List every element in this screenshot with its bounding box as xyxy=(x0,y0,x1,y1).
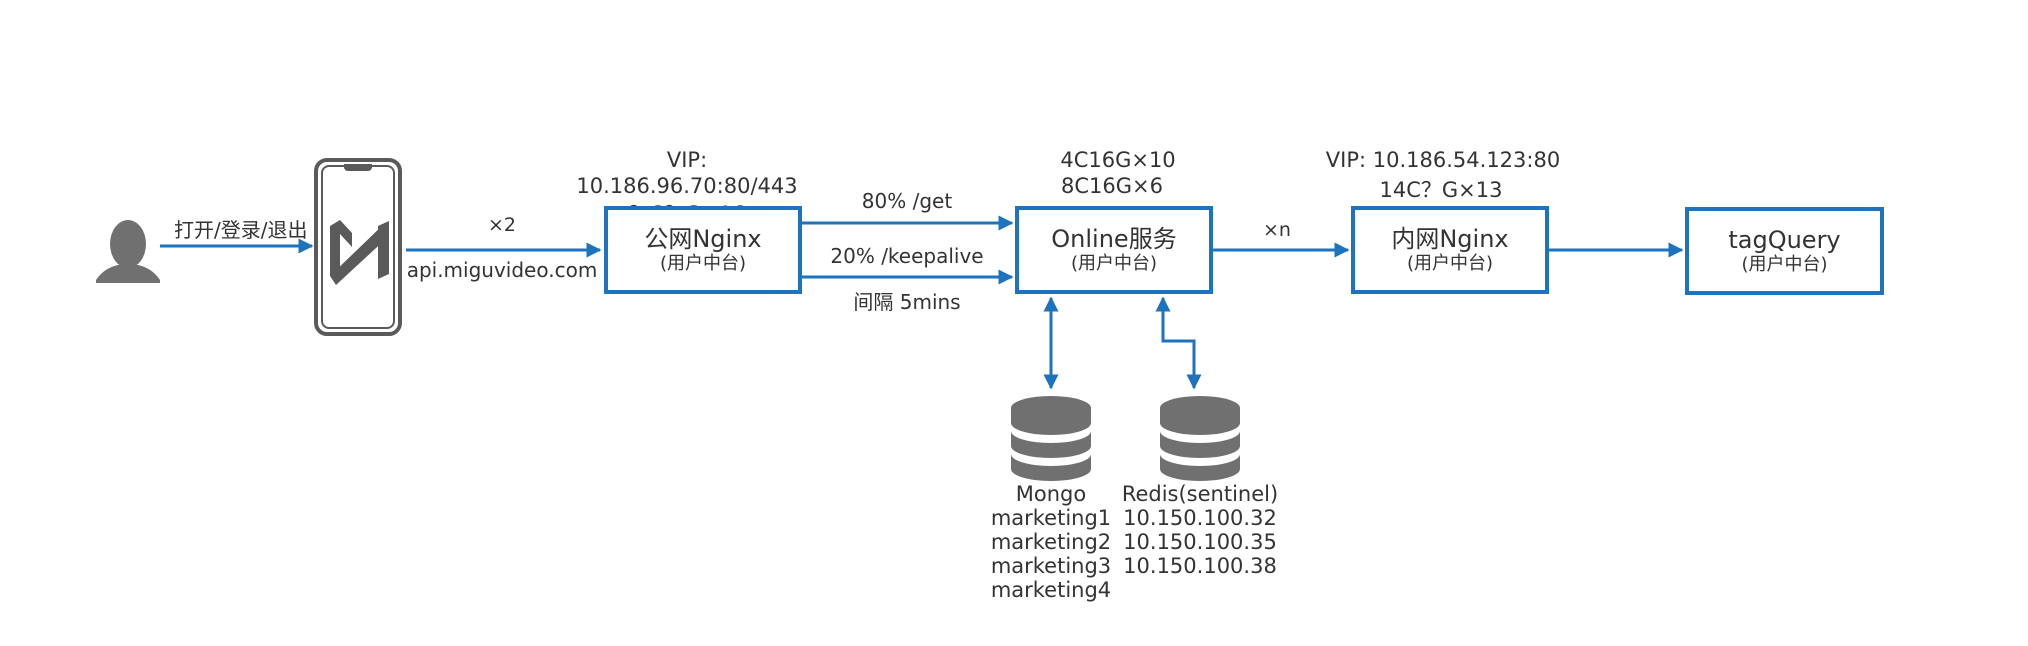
label-api-domain: api.miguvideo.com xyxy=(406,258,598,282)
public-nginx-vip-address: 10.186.96.70:80/443 xyxy=(576,174,798,198)
tagquery-title: tagQuery xyxy=(1728,226,1841,254)
mongo-host: marketing2 xyxy=(990,530,1112,554)
phone-icon xyxy=(314,158,402,336)
label-keepalive: 20% /keepalive xyxy=(830,244,984,268)
online-spec-1: 4C16G×10 xyxy=(1060,148,1176,172)
label-x2: ×2 xyxy=(487,214,517,236)
label-interval: 间隔 5mins xyxy=(853,290,961,314)
redis-host: 10.150.100.35 xyxy=(1123,530,1277,554)
tagquery-subtitle: (用户中台) xyxy=(1741,254,1828,275)
redis-host: 10.150.100.38 xyxy=(1123,554,1277,578)
online-service-title: Online服务 xyxy=(1051,225,1177,253)
public-nginx-vip-label: VIP: xyxy=(666,148,708,172)
label-xn: ×n xyxy=(1263,219,1291,241)
online-service-subtitle: (用户中台) xyxy=(1070,253,1158,274)
public-nginx-subtitle: (用户中台) xyxy=(659,253,747,274)
redis-name: Redis(sentinel) xyxy=(1121,482,1279,506)
mongo-host: marketing3 xyxy=(990,554,1112,578)
redis-database-icon xyxy=(1160,396,1240,481)
mongo-name: Mongo xyxy=(1015,482,1087,506)
migu-logo-icon xyxy=(330,220,389,285)
inner-nginx-spec: 14C？G×13 xyxy=(1379,178,1503,202)
label-user-to-phone: 打开/登录/退出 xyxy=(174,218,308,242)
tagquery-box[interactable]: tagQuery (用户中台) xyxy=(1685,207,1884,295)
online-spec-2: 8C16G×6 xyxy=(1061,174,1163,198)
inner-nginx-vip: VIP: 10.186.54.123:80 xyxy=(1325,148,1561,172)
inner-nginx-subtitle: (用户中台) xyxy=(1406,253,1494,274)
redis-host: 10.150.100.32 xyxy=(1123,506,1277,530)
inner-nginx-title: 内网Nginx xyxy=(1391,225,1509,253)
mongo-label: Mongo marketing1 marketing2 marketing3 m… xyxy=(991,482,1111,602)
public-nginx-box[interactable]: 公网Nginx (用户中台) xyxy=(604,206,802,294)
edge-online-redis xyxy=(1155,296,1202,390)
mongo-database-icon xyxy=(1011,396,1091,481)
user-silhouette-icon xyxy=(96,220,160,283)
public-nginx-title: 公网Nginx xyxy=(644,225,762,253)
inner-nginx-box[interactable]: 内网Nginx (用户中台) xyxy=(1351,206,1549,294)
label-get: 80% /get xyxy=(861,189,953,213)
redis-label: Redis(sentinel) 10.150.100.32 10.150.100… xyxy=(1122,482,1278,578)
mongo-host: marketing1 xyxy=(990,506,1112,530)
online-service-box[interactable]: Online服务 (用户中台) xyxy=(1015,206,1213,294)
mongo-host: marketing4 xyxy=(990,578,1112,602)
